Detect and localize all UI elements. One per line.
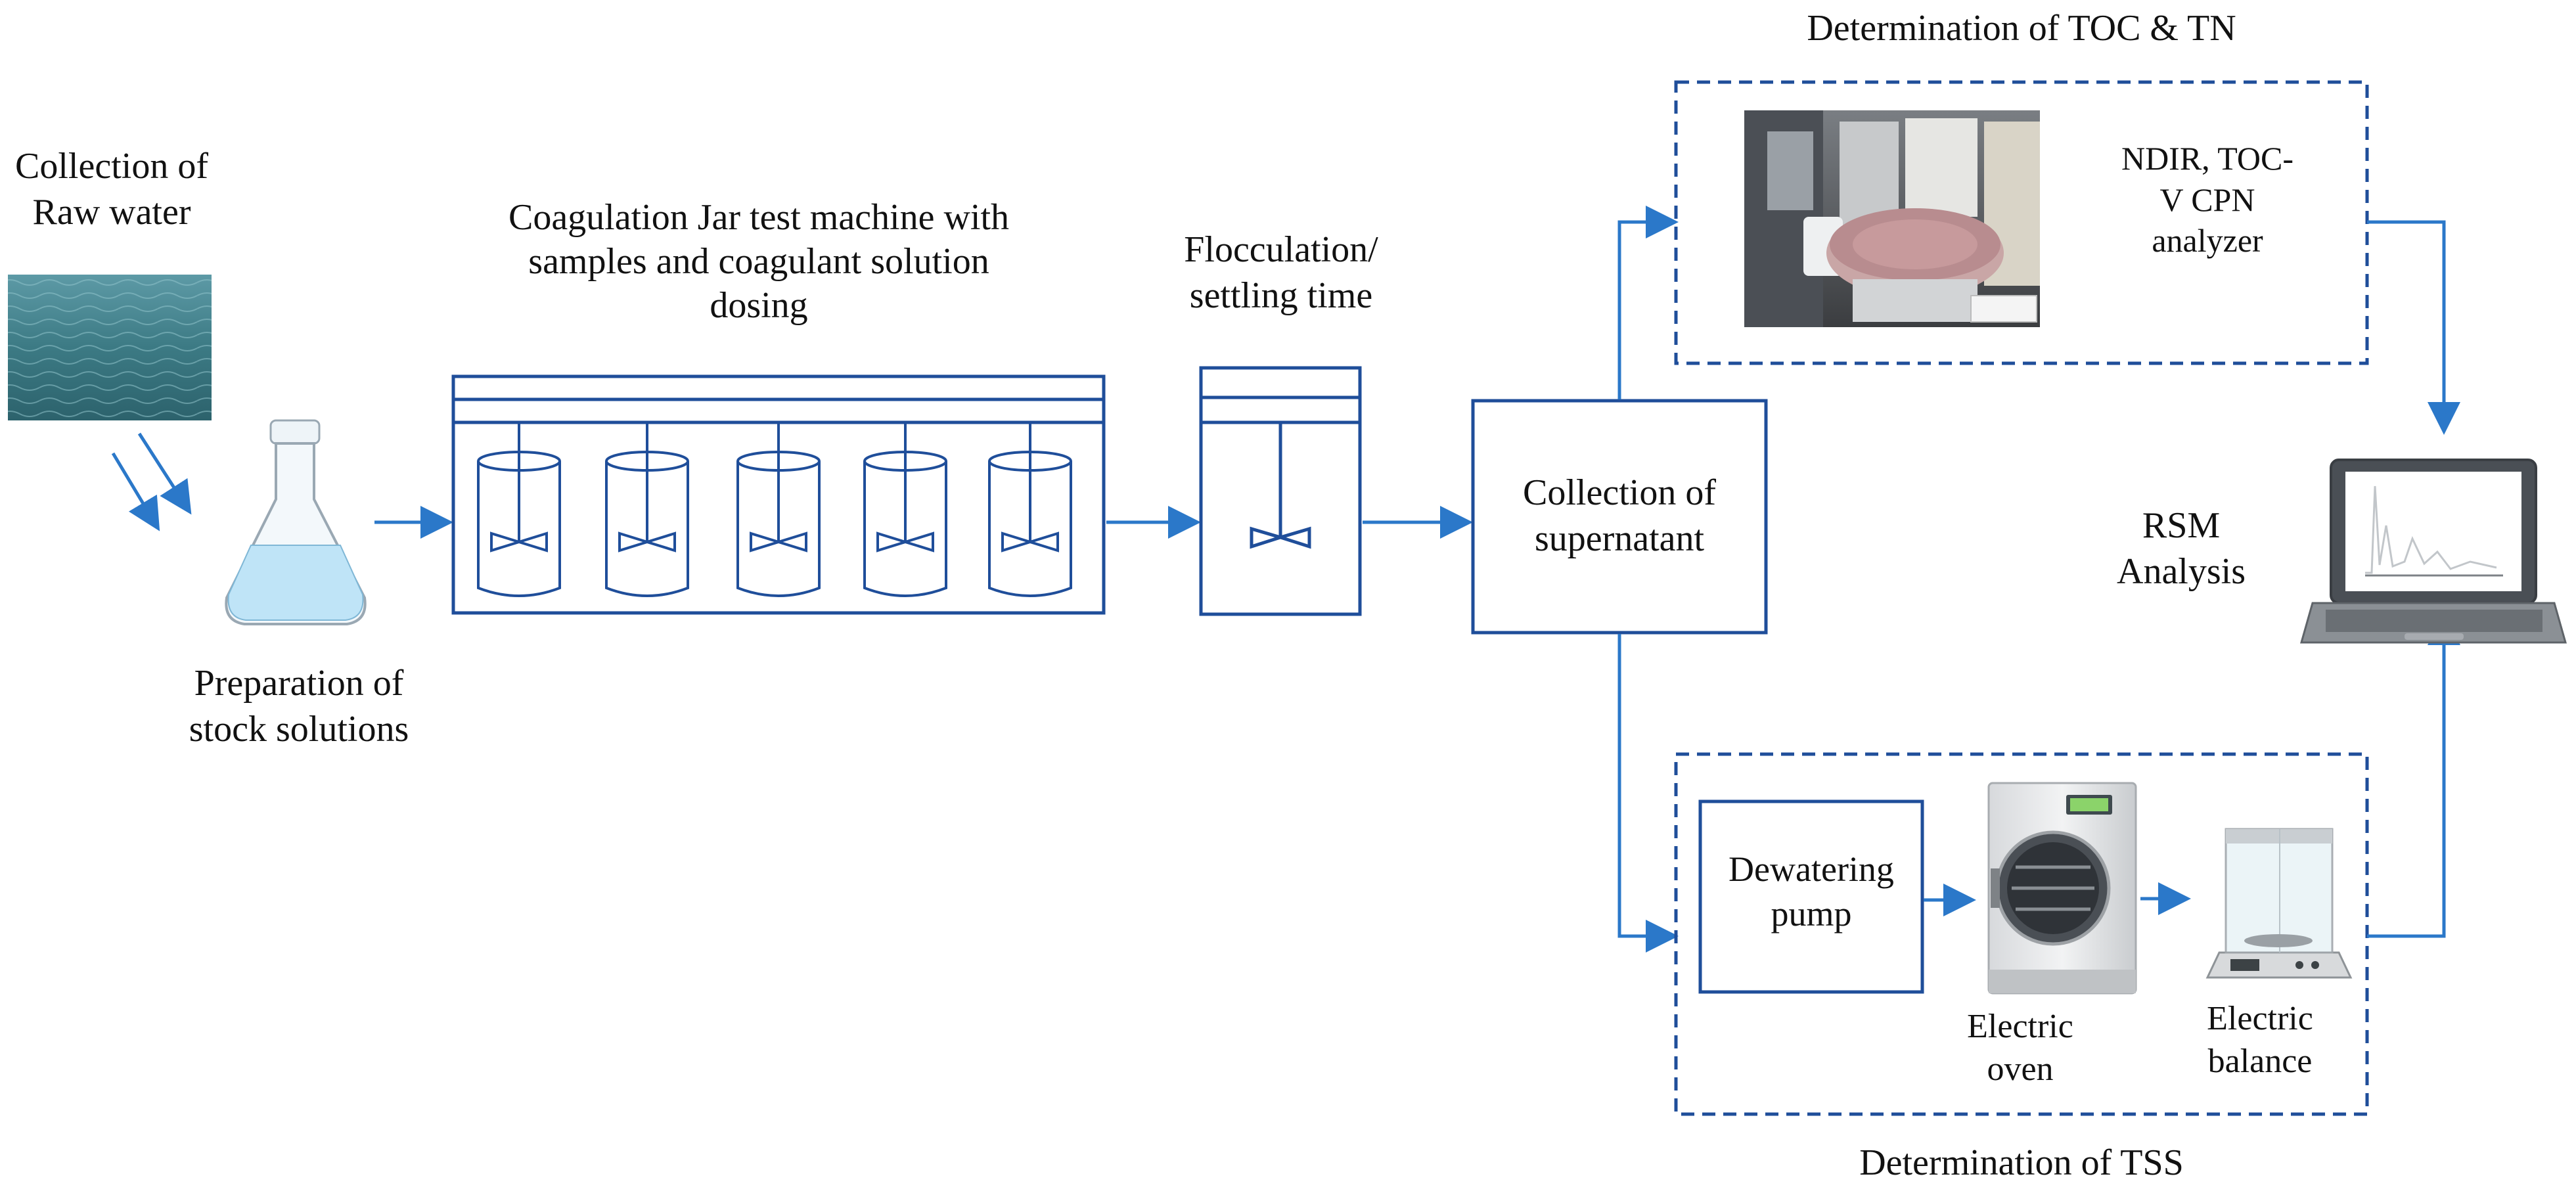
jar-row [477, 422, 1072, 597]
arrow-supernatant-to-toc [1617, 206, 1679, 399]
toc-analyzer-label-line3: analyzer [2152, 222, 2263, 259]
toc-tn-title-text: Determination of TOC & TN [1807, 8, 2236, 49]
oven-label-line1: Electric [1967, 1008, 2073, 1045]
supernatant-label-line1: Collection of [1523, 472, 1716, 513]
arrow-toc-to-rsm [2367, 220, 2460, 435]
balance-label-line1: Electric [2207, 1000, 2313, 1037]
tss-box [1674, 752, 2369, 1116]
stock-solutions-label: Preparation of stock solutions [128, 660, 470, 752]
supernatant-label: Collection of supernatant [1473, 470, 1766, 562]
stock-solutions-label-line1: Preparation of [194, 663, 404, 704]
toc-analyzer-label-line2: V CPN [2159, 181, 2255, 218]
arrow-water-to-flask-1 [111, 452, 160, 531]
settling-tank-icon [1199, 366, 1362, 616]
laptop-icon [2300, 459, 2567, 644]
jar-test-label: Coagulation Jar test machine with sample… [407, 196, 1110, 328]
oven-label-line2: oven [1987, 1050, 2054, 1088]
supernatant-box [1471, 399, 1768, 635]
balance-label: Electric balance [2168, 997, 2352, 1083]
stock-solutions-label-line2: stock solutions [189, 709, 409, 750]
toc-analyzer-label: NDIR, TOC- V CPN analyzer [2076, 138, 2339, 261]
rsm-label-line1: RSM [2142, 505, 2221, 546]
toc-analyzer-label-line1: NDIR, TOC- [2121, 140, 2294, 177]
jar-1-icon [477, 422, 561, 597]
flocculation-label-line2: settling time [1189, 275, 1373, 316]
dewatering-pump-label-line2: pump [1771, 893, 1852, 933]
supernatant-label-line2: supernatant [1534, 518, 1705, 559]
toc-analyzer-photo-icon [1744, 110, 2040, 327]
toc-tn-title: Determination of TOC & TN [1676, 5, 2367, 51]
raw-water-label-line1: Collection of [15, 146, 208, 187]
rsm-label: RSM Analysis [2063, 503, 2299, 595]
jar-2-icon [605, 422, 689, 597]
arrow-tss-to-rsm [2367, 612, 2460, 938]
oven-label: Electric oven [1938, 1005, 2102, 1090]
arrow-supernatant-to-tss [1617, 634, 1679, 953]
balance-label-line2: balance [2207, 1043, 2313, 1080]
oven-icon [1987, 782, 2137, 995]
jar-test-label-line3: dosing [710, 285, 808, 326]
flocculation-label: Flocculation/ settling time [1169, 227, 1393, 319]
dewatering-pump-box [1698, 799, 1924, 994]
raw-water-label-line2: Raw water [32, 192, 191, 233]
jar-test-label-line2: samples and coagulant solution [528, 241, 989, 282]
dewatering-pump-label: Dewatering pump [1700, 847, 1922, 936]
jar-5-icon [988, 422, 1072, 597]
raw-water-label: Collection of Raw water [0, 143, 223, 235]
arrow-water-to-flask-2 [137, 432, 192, 515]
balance-icon [2205, 828, 2353, 979]
rsm-label-line2: Analysis [2117, 551, 2246, 592]
flask-icon [225, 419, 367, 625]
jar-4-icon [863, 422, 947, 597]
jar-test-label-line1: Coagulation Jar test machine with [508, 197, 1010, 238]
tss-title-text: Determination of TSS [1859, 1142, 2184, 1183]
dewatering-pump-label-line1: Dewatering [1729, 849, 1894, 889]
flocculation-label-line1: Flocculation/ [1184, 229, 1378, 270]
water-photo-icon [8, 275, 212, 420]
jar-3-icon [736, 422, 821, 597]
tss-title: Determination of TSS [1676, 1140, 2367, 1186]
